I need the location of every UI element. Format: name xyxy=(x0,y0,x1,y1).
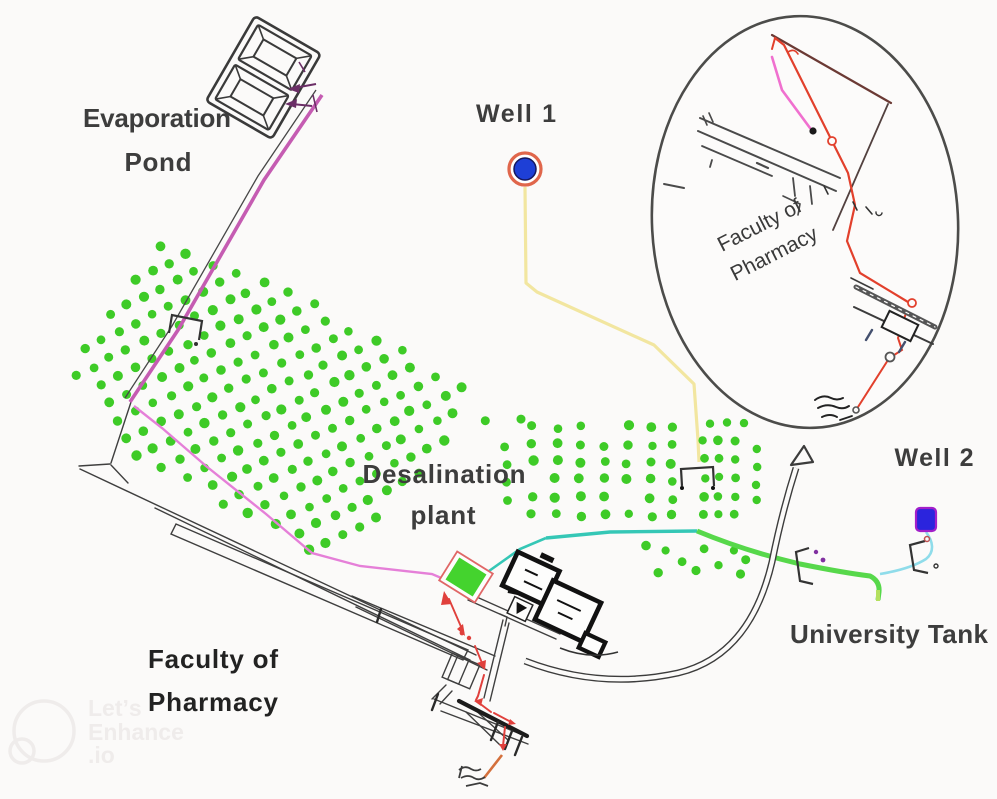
svg-text:Desalination: Desalination xyxy=(363,459,526,489)
svg-text:plant: plant xyxy=(411,500,476,530)
svg-text:Well 1: Well 1 xyxy=(476,100,556,128)
svg-text:Enhance: Enhance xyxy=(88,719,184,745)
svg-text:.io: .io xyxy=(88,742,115,768)
svg-text:University Tank: University Tank xyxy=(790,619,989,649)
svg-text:Faculty of: Faculty of xyxy=(148,644,278,674)
svg-text:Pond: Pond xyxy=(125,147,192,177)
svg-text:Well 2: Well 2 xyxy=(895,444,974,472)
svg-text:Pharmacy: Pharmacy xyxy=(148,687,279,717)
svg-text:Evaporation: Evaporation xyxy=(83,103,231,133)
svg-text:Letʼs: Letʼs xyxy=(88,695,142,721)
